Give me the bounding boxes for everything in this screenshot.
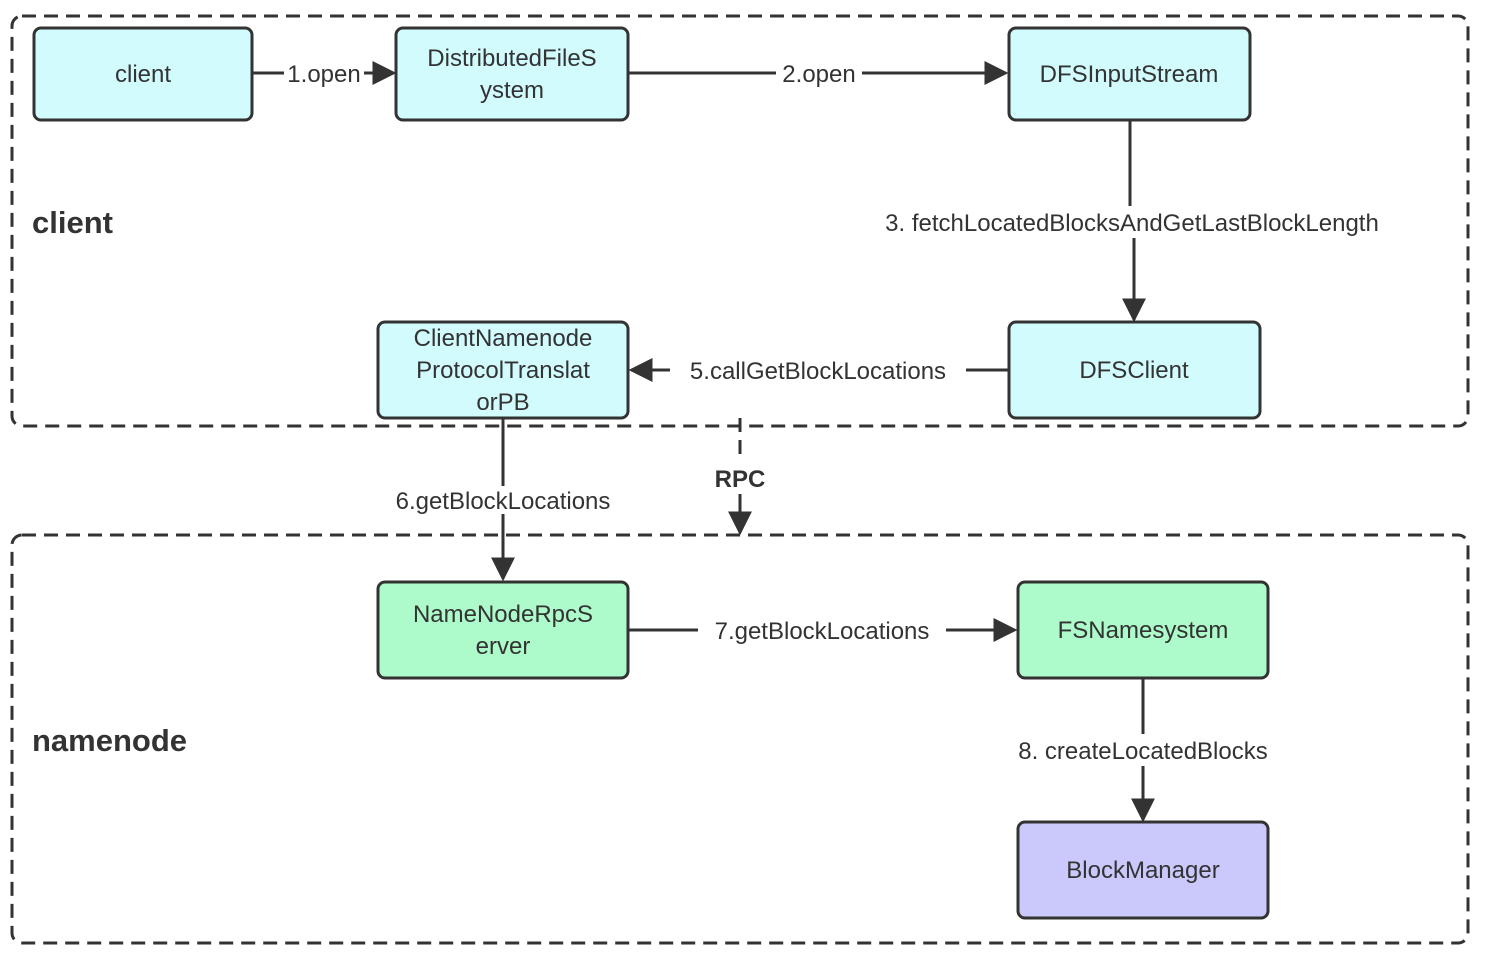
node-rpcserver-label: NameNodeRpcS erver [413, 601, 593, 660]
node-label-line: ProtocolTranslat [416, 357, 590, 384]
node-fsnamesystem: FSNamesystem [1016, 580, 1270, 680]
node-label-line: orPB [476, 389, 529, 416]
namenode-group-label: namenode [32, 723, 187, 758]
node-blockmanager: BlockManager [1016, 820, 1270, 920]
node-blockmanager-label: BlockManager [1066, 857, 1219, 884]
edge-6-label: 6.getBlockLocations [396, 488, 611, 515]
client-group-label: client [32, 205, 113, 240]
node-label-line: ystem [480, 77, 544, 104]
node-dfsinputstream: DFSInputStream [1007, 26, 1252, 122]
edge-2-open: 2.open [628, 59, 1009, 89]
node-fsnamesystem-label: FSNamesystem [1058, 617, 1229, 644]
node-dfsinput-label: DFSInputStream [1040, 61, 1219, 88]
edge-7-getblock: 7.getBlockLocations [628, 616, 1018, 646]
edge-5-label: 5.callGetBlockLocations [690, 358, 946, 385]
node-label-line: NameNodeRpcS [413, 601, 593, 628]
edge-2-label: 2.open [782, 61, 855, 88]
edge-5-call: 5.callGetBlockLocations [628, 356, 1009, 386]
node-label-line: ClientNamenode [414, 325, 593, 352]
node-label-line: erver [476, 633, 531, 660]
edge-3-label: 3. fetchLocatedBlocksAndGetLastBlockLeng… [885, 210, 1379, 237]
node-dfsclient-label: DFSClient [1079, 357, 1189, 384]
node-label-line: DFSInputStream [1040, 61, 1219, 88]
edge-rpc: RPC [715, 418, 766, 536]
node-label-line: DistributedFileS [427, 45, 596, 72]
edge-7-label: 7.getBlockLocations [715, 618, 930, 645]
edge-8-label: 8. createLocatedBlocks [1018, 738, 1267, 765]
node-label-line: FSNamesystem [1058, 617, 1229, 644]
node-distributedfilesystem: DistributedFileS ystem [394, 26, 630, 122]
node-label-line: BlockManager [1066, 857, 1219, 884]
node-dfs-label: DistributedFileS ystem [427, 45, 596, 104]
node-dfsclient: DFSClient [1007, 320, 1262, 420]
edge-3-fetch: 3. fetchLocatedBlocksAndGetLastBlockLeng… [885, 120, 1379, 323]
node-namenoderpcserver: NameNodeRpcS erver [376, 580, 630, 680]
edge-6-getblock: 6.getBlockLocations [396, 418, 611, 582]
rpc-label: RPC [715, 466, 766, 493]
node-label-line: client [115, 61, 171, 88]
node-client: client [32, 26, 254, 122]
edge-8-create: 8. createLocatedBlocks [1018, 678, 1268, 823]
edge-1-open: 1.open [252, 59, 397, 89]
edge-1-label: 1.open [287, 61, 360, 88]
node-client-label: client [115, 61, 171, 88]
node-label-line: DFSClient [1079, 357, 1189, 384]
